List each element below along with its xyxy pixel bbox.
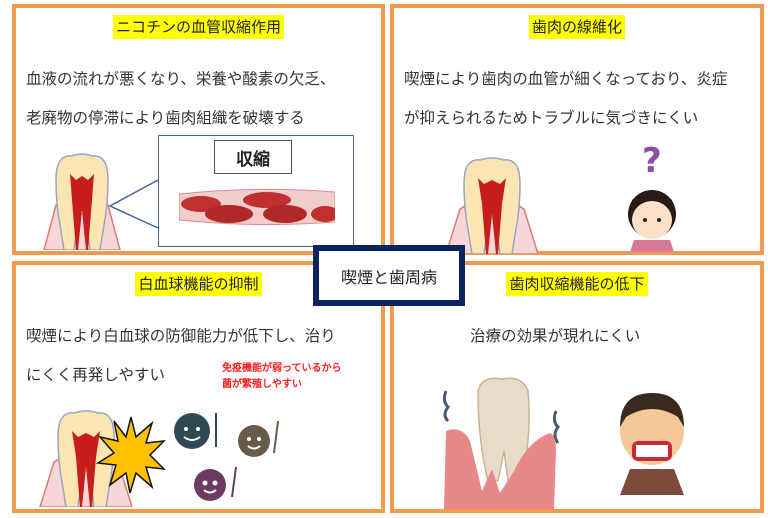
panel-text-line: 老廃物の停滞により歯肉組織を破壊する (26, 109, 305, 127)
annotation-line: 免疫機能が弱っているから (222, 363, 342, 374)
question-mark-icon: ? (642, 142, 662, 181)
panel-gum-fibrosis: 歯肉の線維化 喫煙により歯肉の血管が細くなっており、炎症 が抑えられるためトラブ… (390, 4, 764, 255)
panel-text-line: が抑えられるためトラブルに気づきにくい (404, 109, 699, 127)
center-title: 喫煙と歯周病 (340, 267, 437, 287)
panel-title: 歯肉の線維化 (528, 15, 625, 39)
panel-text-line: にくく再発しやすい (26, 366, 166, 384)
center-title-box: 喫煙と歯周病 (313, 245, 465, 306)
panel-vasoconstriction: ニコチンの血管収縮作用 血液の流れが悪くなり、栄養や酸素の欠乏、 老廃物の停滞に… (12, 4, 385, 255)
panel-title: 歯肉収縮機能の低下 (506, 272, 648, 296)
panel-title: 白血球機能の抑制 (135, 272, 262, 296)
confused-girl-icon: ? (628, 142, 676, 252)
annotation-note: 免疫機能が弱っているから 菌が繁殖しやすい (222, 361, 342, 393)
panel-text-line: 治療の効果が現れにくい (470, 327, 641, 345)
panel-text-line: 喫煙により歯肉の血管が細くなっており、炎症 (404, 70, 728, 88)
callout-pointer (108, 179, 159, 229)
impact-burst-icon (96, 416, 166, 494)
panel-text-line: 喫煙により白血球の防御能力が低下し、治り (26, 327, 336, 345)
bacteria-icon (174, 413, 279, 501)
tooth-cross-section-icon (43, 153, 121, 250)
panel-white-blood-cell-suppression: 白血球機能の抑制 喫煙により白血球の防御能力が低下し、治り にくく再発しやすい … (12, 261, 385, 513)
callout-label: 収縮 (214, 140, 292, 174)
annotation-line: 菌が繁殖しやすい (222, 379, 302, 390)
worried-man-icon (620, 393, 684, 495)
panel-gum-contraction-decline: 歯肉収縮機能の低下 治療の効果が現れにくい (390, 261, 764, 513)
callout-box: 収縮 (158, 135, 354, 247)
panel-text-line: 血液の流れが悪くなり、栄養や酸素の欠乏、 (26, 70, 336, 88)
constricted-blood-vessel-icon (179, 188, 335, 226)
tooth-cross-section-icon (445, 157, 539, 254)
loose-tooth-icon (442, 377, 560, 509)
panel-title: ニコチンの血管収縮作用 (112, 15, 284, 39)
